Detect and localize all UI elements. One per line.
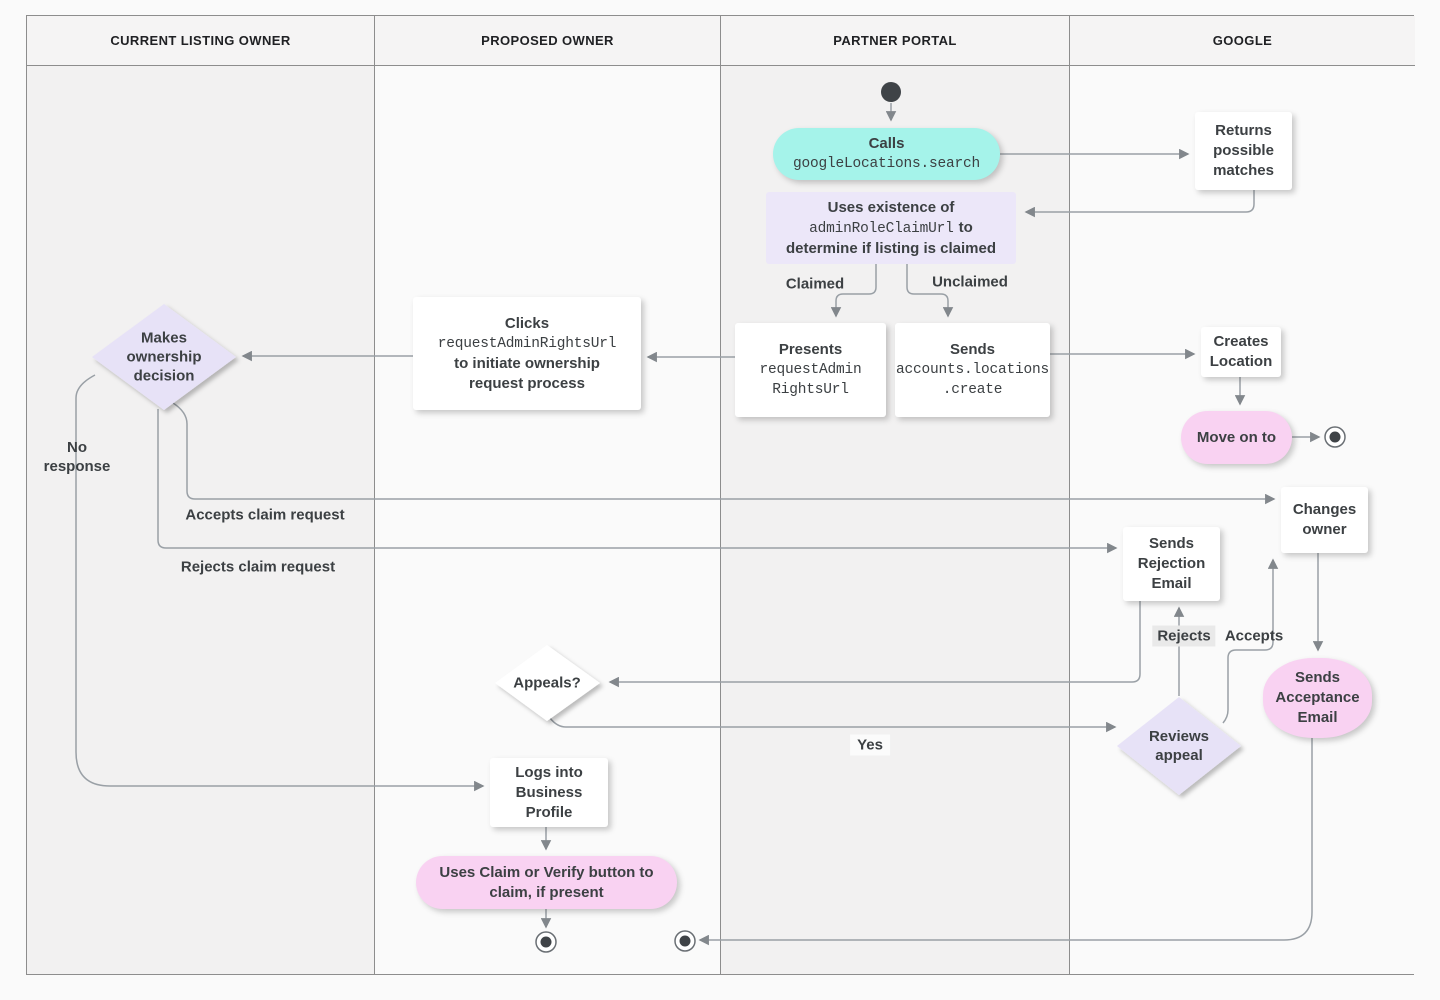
- node-clicks-title: Clicks: [504, 314, 550, 332]
- edge-label-no-response: No response: [43, 439, 111, 475]
- node-calls-code: googleLocations.search: [792, 156, 981, 172]
- node-sends-create-title: Sends: [949, 341, 995, 358]
- node-sends-rejection-email: Sends Rejection Email: [1123, 527, 1220, 601]
- lane-current-listing-owner: CURRENT LISTING OWNER: [27, 16, 374, 974]
- edge-label-rejects: Rejects: [1152, 625, 1216, 647]
- node-changes-owner: Changes owner: [1281, 487, 1368, 553]
- edge-label-yes: Yes: [850, 734, 890, 756]
- decision-makes-ownership-label: Makes ownership decision: [126, 329, 202, 385]
- node-sends-create-code: accounts.locations .create: [895, 362, 1050, 398]
- decision-reviews-appeal-label: Reviews appeal: [1148, 728, 1210, 764]
- node-sends-accounts-locations-create: Sends accounts.locations .create: [895, 323, 1050, 417]
- node-sends-acceptance-email: Sends Acceptance Email: [1263, 658, 1372, 738]
- node-uses-line1: Uses existence of: [827, 198, 955, 216]
- node-move-on-to: Move on to: [1181, 411, 1292, 464]
- edge-label-unclaimed: Unclaimed: [932, 273, 1008, 291]
- node-presents-title: Presents: [778, 341, 843, 358]
- node-presents-request-admin-rights-url: Presents requestAdmin RightsUrl: [735, 323, 886, 417]
- node-returns-possible-matches: Returns possible matches: [1195, 112, 1292, 190]
- lane-header-google: GOOGLE: [1070, 16, 1415, 66]
- node-presents-code: requestAdmin RightsUrl: [759, 362, 862, 398]
- node-uses-line3: determine if listing is claimed: [785, 239, 997, 257]
- node-uses-claim-or-verify-button: Uses Claim or Verify button to claim, if…: [416, 856, 677, 909]
- node-creates-location: Creates Location: [1201, 327, 1281, 377]
- node-uses-after-code: to: [958, 218, 973, 236]
- node-logs-into-business-profile: Logs into Business Profile: [490, 758, 608, 827]
- decision-appeals-label: Appeals?: [513, 674, 581, 692]
- lane-proposed-owner: PROPOSED OWNER: [374, 16, 720, 974]
- node-clicks-rest: to initiate ownership request process: [454, 354, 600, 392]
- node-calls-googlelocations-search: Calls googleLocations.search: [773, 128, 1000, 180]
- edge-label-rejects-claim-request: Rejects claim request: [180, 558, 336, 576]
- node-clicks-code: requestAdminRightsUrl: [437, 335, 617, 352]
- node-clicks-request-admin-rights-url: Clicks requestAdminRightsUrl to initiate…: [413, 297, 641, 410]
- lane-header-partner-portal: PARTNER PORTAL: [721, 16, 1069, 66]
- edge-label-accepts-claim-request: Accepts claim request: [185, 506, 345, 524]
- edge-label-claimed: Claimed: [785, 275, 845, 293]
- lane-header-proposed-owner: PROPOSED OWNER: [375, 16, 720, 66]
- node-calls-title: Calls: [868, 135, 905, 152]
- edge-label-accepts: Accepts: [1224, 627, 1284, 645]
- lane-header-current-listing-owner: CURRENT LISTING OWNER: [27, 16, 374, 66]
- node-uses-code: adminRoleClaimUrl: [809, 220, 954, 237]
